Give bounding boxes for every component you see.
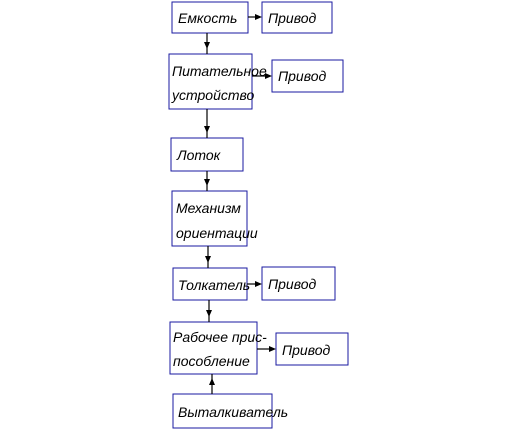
connector-feeder-to-drive: [252, 73, 272, 79]
connector-feeder-to-tray: [204, 109, 210, 138]
node-tank-drive-line-1: Привод: [268, 10, 317, 26]
svg-text:устройство: устройство: [171, 87, 255, 103]
svg-text:пособление: пособление: [173, 353, 250, 369]
node-feeder-line-1: Питательное: [172, 63, 267, 79]
connector-tray-to-orienter: [204, 171, 210, 191]
svg-text:Привод: Привод: [282, 342, 331, 358]
svg-text:Лоток: Лоток: [176, 147, 222, 163]
node-tank: Емкость: [171, 1, 249, 34]
svg-text:Рабочее прис-: Рабочее прис-: [173, 329, 267, 345]
node-ejector: Выталкиватель: [172, 393, 288, 429]
node-feeder-line-2: устройство: [171, 87, 255, 103]
svg-text:Емкость: Емкость: [178, 10, 237, 26]
node-fixture-line-2: пособление: [173, 353, 250, 369]
node-tray: Лоток: [170, 137, 244, 172]
connector-pusher-to-drive: [247, 281, 262, 287]
connector-tank-to-drive: [248, 14, 262, 20]
node-orienter-line-1: Механизм: [176, 200, 241, 216]
node-pusher-drive-line-1: Привод: [268, 276, 317, 292]
node-fixture: Рабочее прис- пособление: [169, 321, 267, 375]
node-orienter: Механизм ориентации: [171, 190, 258, 247]
node-pusher-line-1: Толкатель: [178, 277, 250, 293]
node-feeder-drive: Привод: [271, 59, 344, 93]
svg-text:ориентации: ориентации: [176, 225, 258, 241]
node-tank-drive: Привод: [261, 1, 333, 34]
connector-pusher-to-fixture: [206, 300, 212, 322]
node-fixture-drive: Привод: [275, 332, 349, 366]
svg-text:Привод: Привод: [278, 68, 327, 84]
node-fixture-drive-line-1: Привод: [282, 342, 331, 358]
node-ejector-line-1: Выталкиватель: [178, 404, 288, 420]
node-feeder: Питательное устройство: [168, 53, 267, 110]
svg-text:Выталкиватель: Выталкиватель: [178, 404, 288, 420]
svg-text:Механизм: Механизм: [176, 200, 241, 216]
svg-text:Питательное: Питательное: [172, 63, 267, 79]
svg-text:Толкатель: Толкатель: [178, 277, 250, 293]
node-tray-line-1: Лоток: [176, 147, 222, 163]
svg-text:Привод: Привод: [268, 276, 317, 292]
node-feeder-drive-line-1: Привод: [278, 68, 327, 84]
connector-ejector-to-fixture: [209, 374, 215, 394]
svg-text:Привод: Привод: [268, 10, 317, 26]
node-tank-line-1: Емкость: [178, 10, 237, 26]
node-orienter-line-2: ориентации: [176, 225, 258, 241]
node-pusher-drive: Привод: [261, 266, 336, 301]
connector-orienter-to-pusher: [205, 246, 211, 268]
node-pusher: Толкатель: [172, 267, 250, 301]
connector-tank-to-feeder: [204, 33, 210, 54]
connector-fixture-to-drive: [257, 346, 276, 352]
node-fixture-line-1: Рабочее прис-: [173, 329, 267, 345]
